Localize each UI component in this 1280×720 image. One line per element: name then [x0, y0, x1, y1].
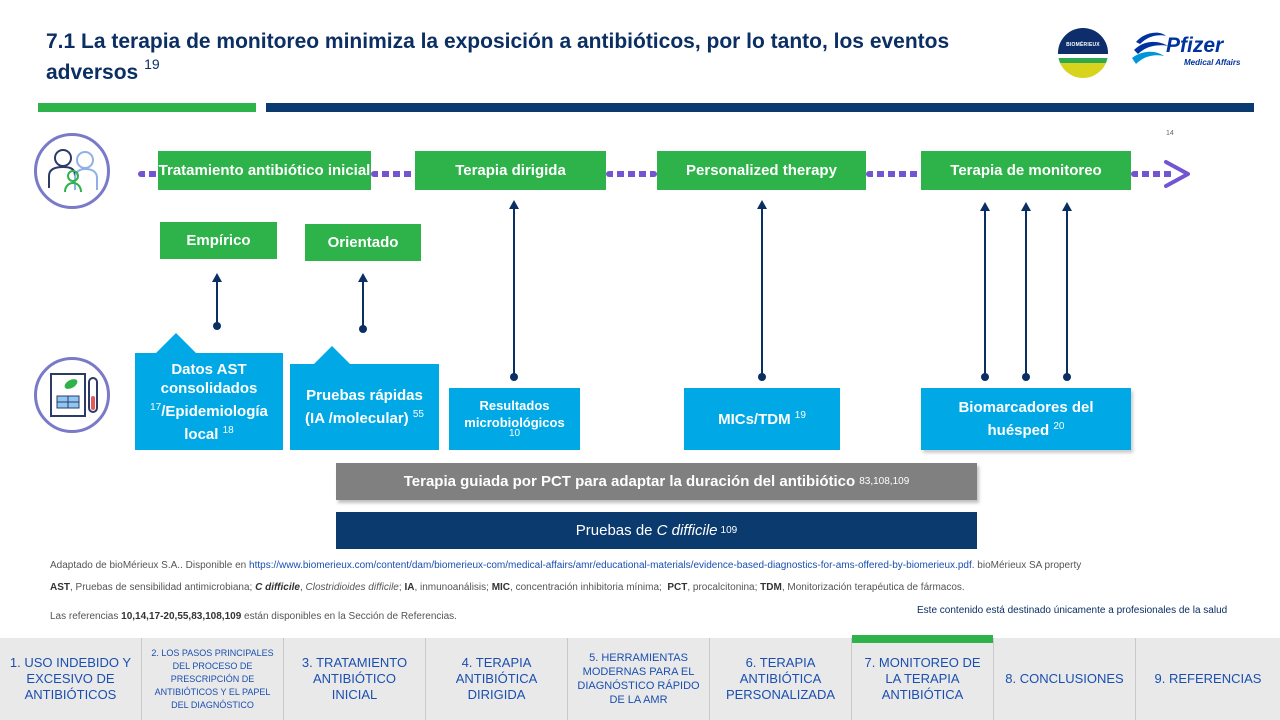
connector-line: [362, 281, 364, 327]
nav-item-5[interactable]: 5. HERRAMIENTAS MODERNAS PARA EL DIAGNÓS…: [568, 638, 710, 720]
connector-line: [984, 210, 986, 376]
connector-line: [513, 208, 515, 376]
callout-pointer: [154, 333, 198, 355]
box-biomarcadores: Biomarcadores del huésped 20: [921, 388, 1131, 450]
biomerieux-logo: BIOMÉRIEUX: [1058, 28, 1108, 78]
source-note: Adaptado de bioMérieux S.A.. Disponible …: [50, 560, 1082, 571]
source-link[interactable]: https://www.biomerieux.com/content/dam/b…: [249, 560, 972, 571]
step-tratamiento-inicial: Tratamiento antibiótico inicial: [158, 151, 371, 190]
flow-dots-3: [866, 171, 921, 177]
page-title: 7.1 La terapia de monitoreo minimiza la …: [46, 30, 950, 84]
arrow-up-icon: [358, 273, 368, 282]
flow-dots-1: [371, 171, 415, 177]
step-terapia-monitoreo: Terapia de monitoreo: [921, 151, 1131, 190]
box-resultados-microbiologicos: Resultados microbiológicos 10: [449, 388, 580, 450]
arrow-up-icon: [980, 202, 990, 211]
connector-dot: [510, 373, 518, 381]
box-orientado: Orientado: [305, 224, 421, 261]
flow-dots-0: [138, 171, 158, 177]
lab-report-icon: [34, 357, 110, 433]
connector-dot: [1063, 373, 1071, 381]
connector-dot: [1022, 373, 1030, 381]
arrow-up-icon: [1021, 202, 1031, 211]
step-terapia-dirigida: Terapia dirigida: [415, 151, 606, 190]
people-icon: [34, 133, 110, 209]
box-datos-ast: Datos AST consolidados 17/Epidemiología …: [135, 353, 283, 450]
flow-dots-2: [606, 171, 657, 177]
pct-therapy-bar: Terapia guiada por PCT para adaptar la d…: [336, 463, 977, 500]
nav-item-4[interactable]: 4. TERAPIA ANTIBIÓTICA DIRIGIDA: [426, 638, 568, 720]
header-bar-navy: [266, 103, 1254, 112]
connector-dot: [213, 322, 221, 330]
header-bar-green: [38, 103, 256, 112]
box-pruebas-rapidas: Pruebas rápidas (IA /molecular) 55: [290, 364, 439, 450]
connector-line: [216, 281, 218, 325]
nav-item-9[interactable]: 9. REFERENCIAS: [1154, 671, 1262, 686]
step-personalized-therapy: Personalized therapy: [657, 151, 866, 190]
nav-item-7[interactable]: 7. MONITOREO DE LA TERAPIA ANTIBIÓTICA: [852, 635, 994, 720]
arrow-up-icon: [212, 273, 222, 282]
callout-pointer: [312, 346, 352, 366]
connector-line: [1066, 210, 1068, 376]
connector-dot: [981, 373, 989, 381]
slide-number: 14: [1166, 130, 1174, 137]
title-reference: 19: [144, 56, 160, 72]
box-empirico: Empírico: [160, 222, 277, 259]
connector-dot: [359, 325, 367, 333]
connector-line: [761, 208, 763, 376]
arrow-up-icon: [509, 200, 519, 209]
bottom-navigation: 1. USO INDEBIDO Y EXCESIVO DE ANTIBIÓTIC…: [0, 635, 1280, 720]
arrow-up-icon: [757, 200, 767, 209]
abbreviations-note: AST, Pruebas de sensibilidad antimicrobi…: [50, 582, 965, 593]
nav-item-8[interactable]: 8. CONCLUSIONES: [994, 638, 1136, 720]
arrow-up-icon: [1062, 202, 1072, 211]
box-mics-tdm: MICs/TDM 19: [684, 388, 840, 450]
nav-item-2[interactable]: 2. LOS PASOS PRINCIPALES DEL PROCESO DE …: [142, 638, 284, 720]
connector-line: [1025, 210, 1027, 376]
pfizer-swoosh-icon: [1132, 32, 1168, 64]
disclaimer: Este contenido está destinado únicamente…: [917, 605, 1228, 616]
nav-item-6[interactable]: 6. TERAPIA ANTIBIÓTICA PERSONALIZADA: [710, 638, 852, 720]
flow-dots-4: [1131, 171, 1173, 177]
references-note: Las referencias 10,14,17-20,55,83,108,10…: [50, 611, 457, 622]
flow-arrow-icon: [1164, 160, 1190, 188]
connector-dot: [758, 373, 766, 381]
nav-item-3[interactable]: 3. TRATAMIENTO ANTIBIÓTICO INICIAL: [284, 638, 426, 720]
nav-item-1[interactable]: 1. USO INDEBIDO Y EXCESIVO DE ANTIBIÓTIC…: [0, 638, 142, 720]
pfizer-logo: Pfizer Medical Affairs: [1130, 28, 1252, 74]
